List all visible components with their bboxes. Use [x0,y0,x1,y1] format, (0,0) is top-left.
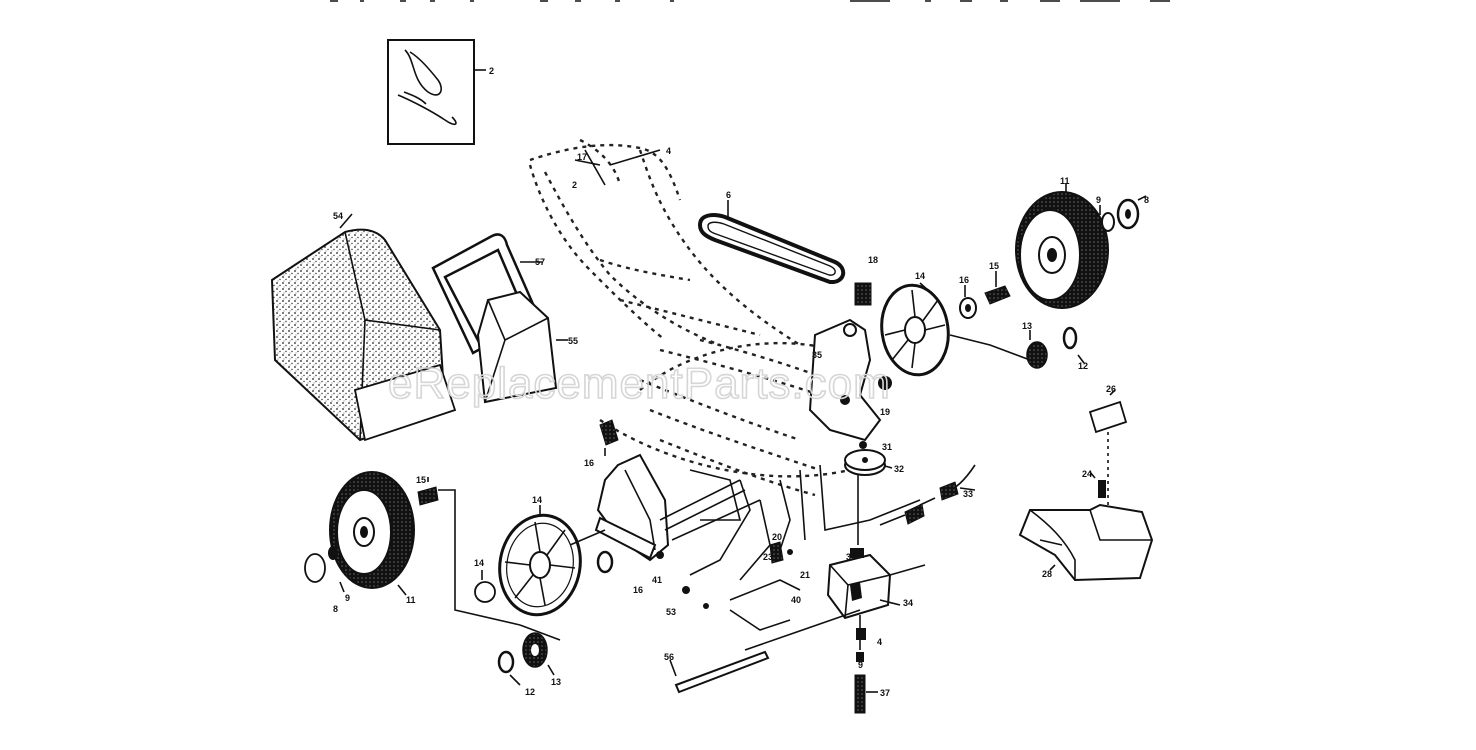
callout-31: 31 [882,442,892,452]
part-11-wheel-right [1015,184,1147,309]
part-14-wheel-cover-right [880,282,950,377]
callout-11-left: 11 [406,595,416,605]
callout-19: 19 [880,407,890,417]
callout-11-right: 11 [1060,176,1070,186]
callout-13-left: 13 [551,677,561,687]
callout-57: 57 [535,257,545,267]
callout-6: 6 [726,190,731,200]
axle-drive-shafts [659,464,921,631]
part-32-pulley [844,449,893,476]
callout-15-right: 15 [989,261,999,271]
left-small-parts [417,477,521,626]
part-2-grip-inset [387,39,486,145]
callout-16-right: 16 [959,275,969,285]
part-36-37-axle-pins [854,615,878,714]
callout-41: 41 [652,575,662,585]
right-small-parts [949,271,1085,369]
callout-56: 56 [664,652,674,662]
part-33-cable-spring [879,464,976,526]
callout-20: 20 [772,532,782,542]
part-55-bag-chute [476,290,568,404]
callout-32: 32 [894,464,904,474]
callout-12-left: 12 [525,687,535,697]
callout-54: 54 [333,211,343,221]
part-11-wheel-left [304,471,415,596]
callout-26: 26 [1106,384,1116,394]
callout-9-right: 9 [1096,195,1101,205]
part-28-discharge-chute [1018,503,1154,582]
callout-9-lower: 9 [858,660,863,670]
callout-8-right: 8 [1144,195,1149,205]
callout-14-left: 14 [532,495,542,505]
part-12-13-gear [497,624,561,686]
callout-16-left: 16 [584,458,594,468]
callout-12-right: 12 [1078,361,1088,371]
callout-21: 21 [800,570,810,580]
callout-16-lower: 16 [633,585,643,595]
callout-18: 18 [868,255,878,265]
part-57-bag-frame [431,233,542,355]
callout-14-washer: 14 [474,558,484,568]
callout-35: 35 [812,350,822,360]
watermark-text: eReplacementParts.com [388,359,891,408]
part-14-wheel-cover-left [498,505,582,617]
callout-36: 36 [846,552,856,562]
callout-9-left: 9 [345,593,350,603]
part-34-transmission [744,470,926,651]
callout-13-right: 13 [1022,321,1032,331]
callout-labels: 2 17 2 4 6 54 57 55 18 14 16 15 11 9 8 1… [333,66,1149,698]
callout-33: 33 [963,489,973,499]
callout-34: 34 [903,598,913,608]
part-54-grass-bag [270,213,457,442]
callout-28: 28 [1042,569,1052,579]
rear-bracket-assembly [808,282,892,449]
callout-37: 37 [880,688,890,698]
callout-55: 55 [568,336,578,346]
deck-outline [599,341,861,521]
callout-14-right: 14 [915,271,925,281]
callout-53: 53 [666,607,676,617]
callout-24: 24 [1082,469,1092,479]
callout-4: 4 [666,146,671,156]
part-56-rod [669,650,770,694]
part-6-belt [697,200,846,284]
dashed-handle-assembly [528,138,831,497]
callout-4-lower: 4 [877,637,882,647]
callout-17: 17 [577,152,587,162]
callout-15-left: 15 [416,475,426,485]
callout-2: 2 [489,66,494,76]
callout-2b: 2 [572,180,577,190]
part-24-bolt [1089,471,1106,498]
callout-8-left: 8 [333,604,338,614]
part-41-front-bracket [569,419,670,574]
callout-40: 40 [791,595,801,605]
callout-23: 23 [763,552,773,562]
part-26-decal [1088,389,1128,505]
